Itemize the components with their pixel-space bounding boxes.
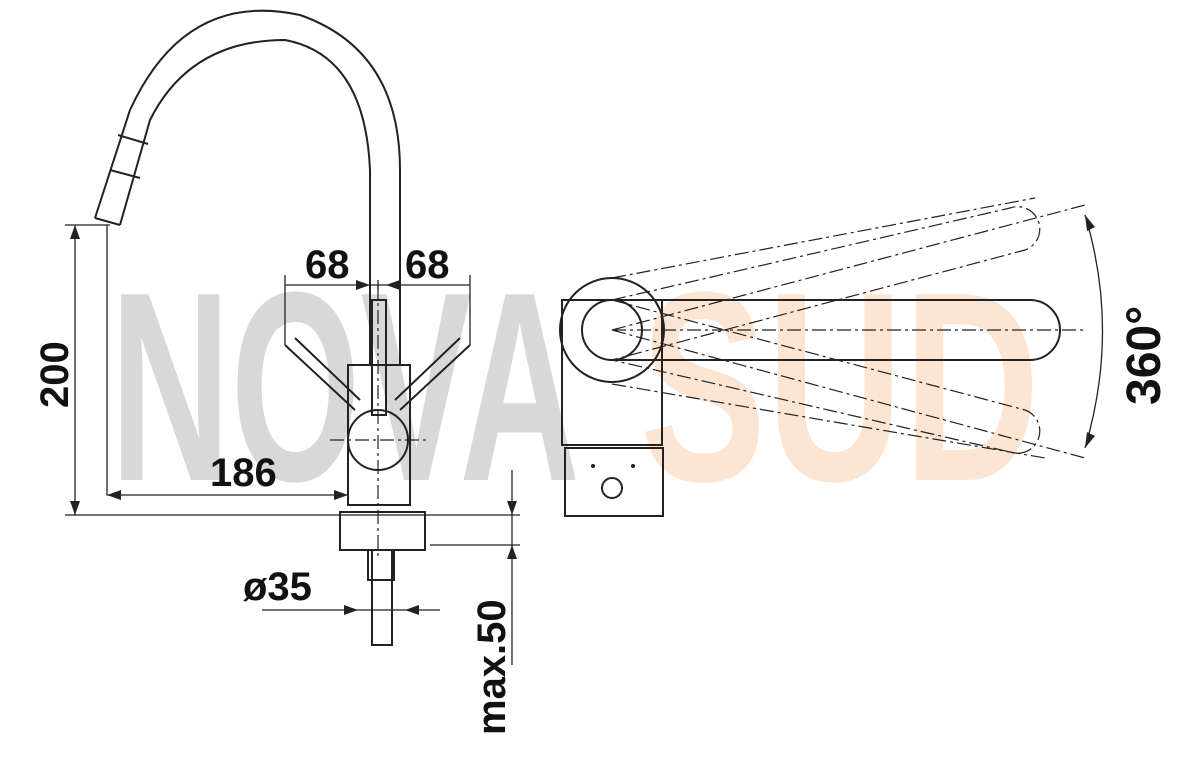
lever-left-dimension: 68 bbox=[305, 243, 350, 287]
dimension-lines bbox=[65, 224, 520, 665]
side-view bbox=[94, 9, 471, 646]
top-view bbox=[559, 197, 1104, 517]
height-dimension: 200 bbox=[33, 341, 77, 408]
watermark: NOVA SUD bbox=[110, 237, 1040, 538]
lever-right-dimension: 68 bbox=[405, 243, 450, 287]
rotation-dimension: 360° bbox=[1118, 306, 1171, 405]
diameter-dimension: ø35 bbox=[243, 565, 312, 609]
reach-dimension: 186 bbox=[210, 451, 277, 495]
watermark-nova: NOVA bbox=[110, 237, 580, 538]
watermark-sud: SUD bbox=[640, 237, 1040, 538]
max-thickness-dimension: max.50 bbox=[470, 599, 514, 735]
